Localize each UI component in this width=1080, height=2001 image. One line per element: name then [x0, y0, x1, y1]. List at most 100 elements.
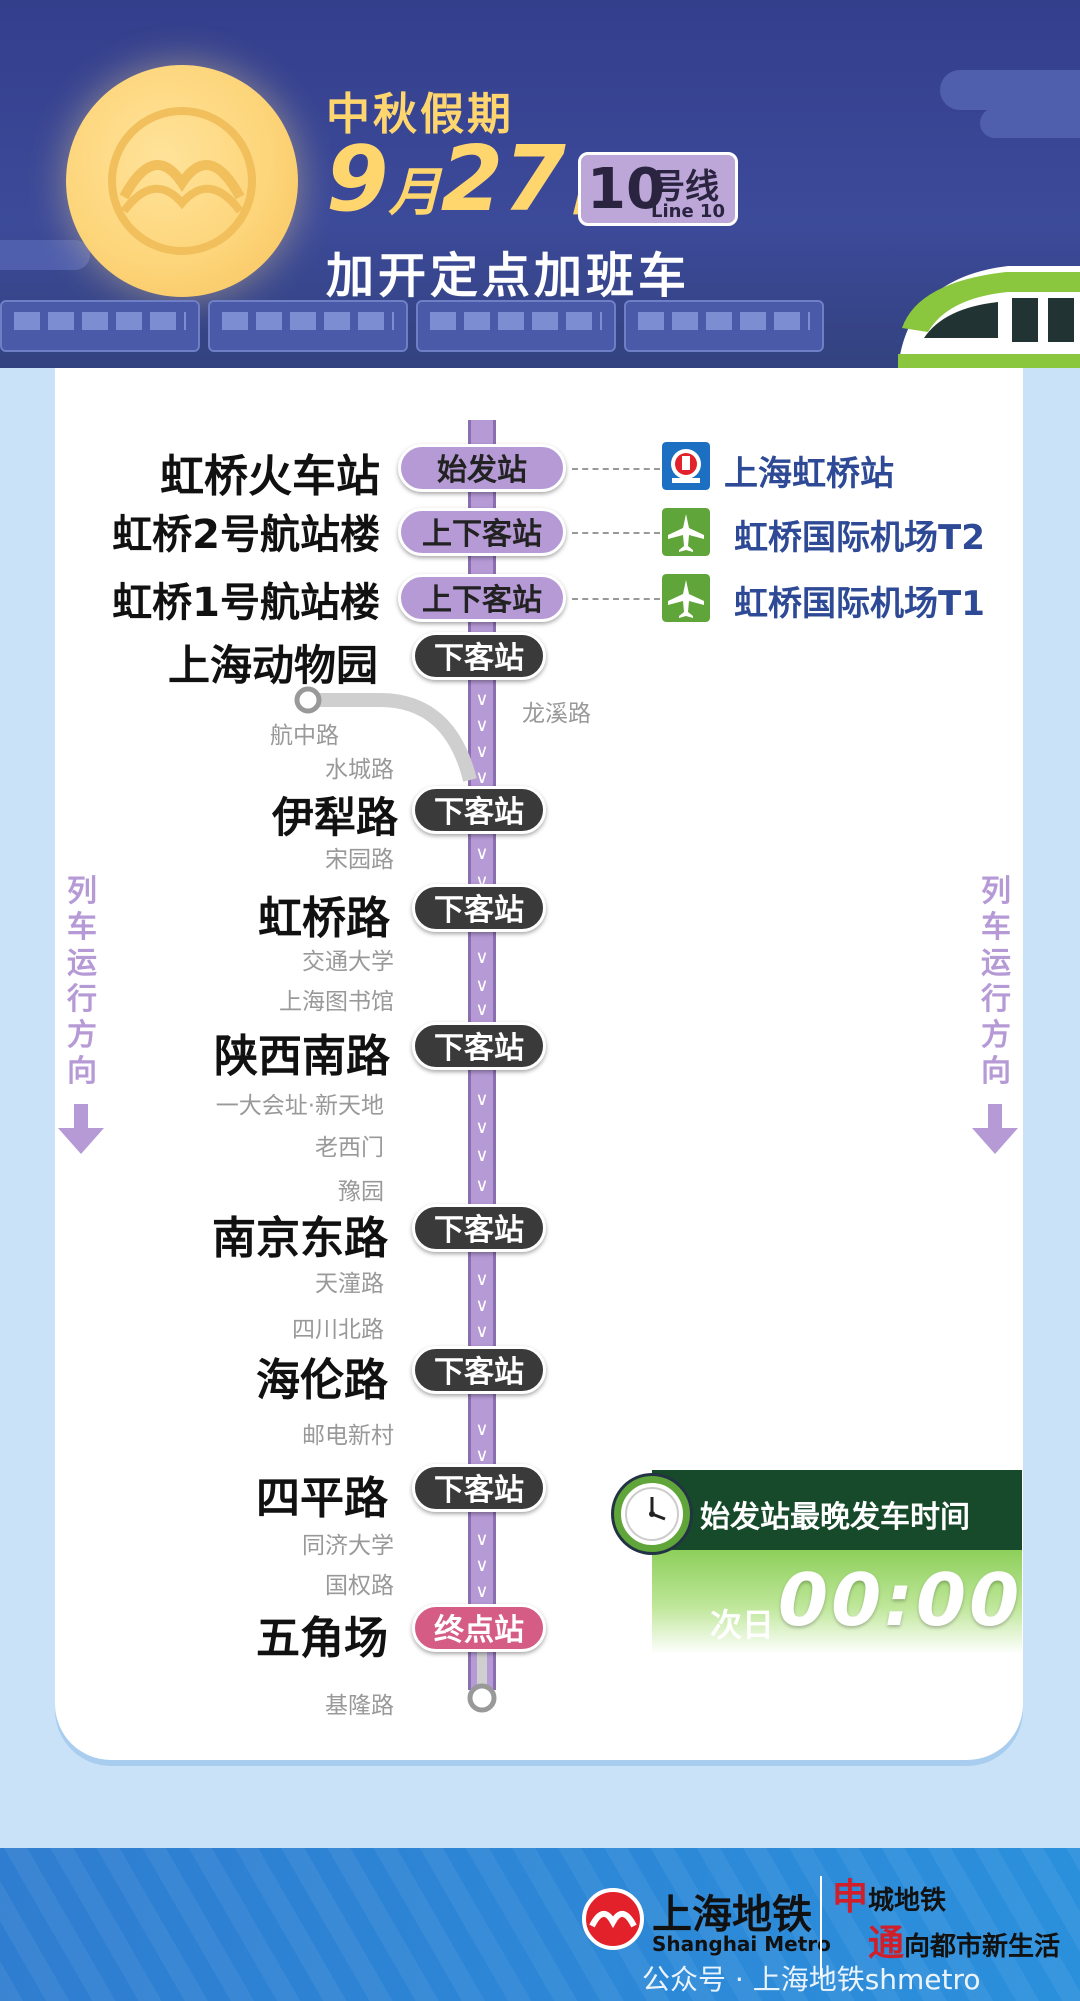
chevron-down-icon: ∨	[475, 843, 489, 864]
last-train-header	[652, 1470, 1022, 1550]
branch-junction-station: 龙溪路	[522, 701, 591, 727]
station-tag: 始发站	[398, 444, 566, 492]
cloud-decoration	[940, 70, 1080, 110]
date-title: 9月27日	[326, 130, 618, 243]
minor-station: 老西门	[315, 1135, 384, 1161]
airplane-icon	[662, 574, 710, 622]
line-en: Line 10	[651, 201, 725, 222]
minor-station: 四川北路	[292, 1317, 384, 1343]
chevron-down-icon: ∨	[475, 999, 489, 1020]
minor-station: 基隆路	[325, 1693, 394, 1719]
last-train-box: 始发站最晚发车时间 次日 00:00	[652, 1470, 1023, 1654]
slogan-1-text: 城地铁	[868, 1886, 947, 1916]
holiday-title: 中秋假期	[326, 89, 514, 140]
shanghai-metro-logo-icon	[582, 1888, 644, 1950]
station-tag: 下客站	[412, 1464, 546, 1512]
footer-pattern	[0, 1848, 1080, 2001]
brand-name-cn: 上海地铁	[652, 1892, 812, 1938]
slogan-1-highlight: 申	[832, 1876, 869, 1918]
down-arrow-icon	[972, 1104, 1018, 1154]
last-train-time: 00:00	[778, 1558, 1023, 1642]
minor-station: 国权路	[325, 1573, 394, 1599]
station-name: 虹桥路	[258, 893, 390, 944]
chevron-down-icon: ∨	[475, 767, 489, 788]
date-day: 27	[440, 127, 566, 232]
station-name: 虹桥火车站	[160, 451, 380, 502]
station-name: 上海动物园	[167, 641, 378, 690]
station-tag: 下客站	[412, 884, 546, 932]
minor-station: 交通大学	[302, 949, 394, 975]
header-banner: 中秋假期 9月27日 10 号线 Line 10 加开定点加班车	[0, 0, 1080, 368]
chevron-down-icon: ∨	[475, 1419, 489, 1440]
last-train-title: 始发站最晚发车时间	[700, 1500, 970, 1535]
airplane-icon	[662, 508, 710, 556]
connector-line	[572, 598, 660, 600]
minor-station: 邮电新村	[302, 1423, 394, 1449]
connector-line	[572, 532, 660, 534]
line-number: 10	[587, 157, 665, 222]
station-name: 伊犁路	[271, 793, 398, 842]
minor-station: 一大会址·新天地	[215, 1093, 384, 1119]
minor-station: 同济大学	[302, 1533, 394, 1559]
station-tag: 下客站	[412, 1204, 546, 1252]
direction-label-right: 列车运行方向	[981, 874, 1011, 1089]
railway-icon	[662, 442, 710, 490]
down-arrow-icon	[58, 1104, 104, 1154]
connection-label: 虹桥国际机场T2	[734, 518, 985, 558]
station-tag: 下客站	[412, 1346, 546, 1394]
last-train-prefix: 次日	[710, 1606, 775, 1644]
chevron-down-icon: ∨	[475, 689, 489, 710]
branch-line	[294, 686, 477, 782]
train-strip-decoration	[0, 300, 900, 352]
terminus-extension	[467, 1648, 497, 1713]
station-tag: 下客站	[412, 1022, 546, 1070]
minor-station: 天潼路	[315, 1271, 384, 1297]
chevron-down-icon: ∨	[475, 1269, 489, 1290]
station-tag: 下客站	[412, 786, 546, 834]
train-car	[0, 300, 200, 352]
train-car	[416, 300, 616, 352]
chevron-down-icon: ∨	[475, 1175, 489, 1196]
station-name: 南京东路	[212, 1213, 388, 1264]
clock-icon	[614, 1476, 690, 1552]
station-name: 虹桥1号航站楼	[112, 580, 380, 626]
minor-station: 水城路	[325, 757, 394, 783]
station-tag: 下客站	[412, 632, 546, 680]
train-car	[208, 300, 408, 352]
chevron-down-icon: ∨	[475, 1555, 489, 1576]
date-month: 9	[326, 127, 389, 232]
chevron-down-icon: ∨	[475, 1117, 489, 1138]
chevron-down-icon: ∨	[475, 1445, 489, 1466]
line-badge: 10 号线 Line 10	[578, 152, 738, 226]
footer-divider	[820, 1876, 822, 1976]
chevron-down-icon: ∨	[475, 975, 489, 996]
station-name: 虹桥2号航站楼	[112, 512, 380, 558]
station-tag-terminal: 终点站	[412, 1604, 546, 1652]
chevron-down-icon: ∨	[475, 1529, 489, 1550]
chevron-down-icon: ∨	[475, 947, 489, 968]
station-name: 海伦路	[256, 1355, 388, 1406]
train-car	[624, 300, 824, 352]
wechat-account: 公众号 · 上海地铁shmetro	[642, 1963, 981, 1996]
chevron-down-icon: ∨	[475, 1089, 489, 1110]
date-month-unit: 月	[388, 163, 441, 223]
minor-station: 上海图书馆	[279, 989, 394, 1015]
chevron-down-icon: ∨	[475, 715, 489, 736]
slogan-line-2: 通向都市新生活	[868, 1914, 1060, 1966]
moon-logo-icon	[66, 65, 298, 297]
branch-start-station: 航中路	[270, 723, 339, 749]
slogan-2-text: 向都市新生活	[904, 1932, 1061, 1962]
station-name: 四平路	[256, 1473, 388, 1524]
chevron-down-icon: ∨	[475, 741, 489, 762]
connector-line	[572, 468, 660, 470]
station-tag: 上下客站	[398, 574, 566, 622]
cloud-decoration	[980, 108, 1080, 138]
train-head-icon	[898, 266, 1080, 368]
cloud-decoration	[0, 240, 90, 270]
chevron-down-icon: ∨	[475, 1321, 489, 1342]
minor-station: 豫园	[338, 1179, 384, 1205]
connection-label: 上海虹桥站	[724, 454, 894, 494]
station-name: 陕西南路	[214, 1031, 390, 1082]
chevron-down-icon: ∨	[475, 1581, 489, 1602]
slogan-2-highlight: 通	[868, 1922, 905, 1964]
